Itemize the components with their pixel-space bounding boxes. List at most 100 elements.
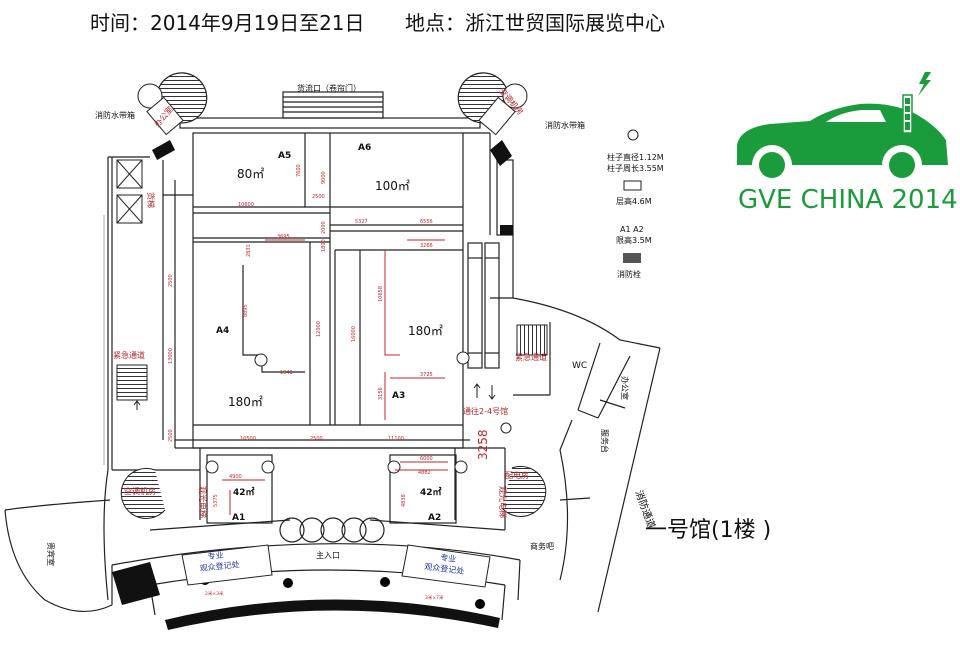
dim-3266: 3266 <box>420 243 433 249</box>
brand-text: GVE CHINA 2014 <box>738 185 958 215</box>
dim-2500-bottom: 2500 <box>310 436 323 442</box>
revolving-doors <box>279 517 385 543</box>
building-walls <box>4 91 661 621</box>
dim-3695: 3695 <box>277 234 290 240</box>
dim-12000: 12000 <box>316 321 322 337</box>
hose-box-left <box>152 140 175 160</box>
dim-2500-left: 2500 <box>168 274 174 287</box>
registration-right: 专业 观众登记处 3米×7米 <box>401 544 491 601</box>
spiral-stair-bottom-right <box>501 465 547 517</box>
ac-room-left-label: 空调机房 <box>124 486 156 496</box>
business-bar-label: 商务吧 <box>530 541 554 551</box>
dim-10500: 10500 <box>240 436 256 442</box>
hall-a5-label: A5 <box>278 151 291 161</box>
reg-left-line2: 观众登记处 <box>199 559 240 573</box>
reg-right-size: 3米×7米 <box>425 594 444 601</box>
to-halls-label: 通往2-4号馆 <box>463 406 508 416</box>
dim-4900: 4900 <box>229 474 242 480</box>
emergency-stair-right <box>516 324 548 356</box>
hall-a6-label: A6 <box>358 143 371 153</box>
dim-2500-leftbottom: 2500 <box>168 429 174 442</box>
hydrant-right <box>500 225 513 235</box>
legend-pillar-2: 柱子周长3.55M <box>607 163 664 173</box>
spiral-stair-left <box>137 72 208 136</box>
reg-left-line1: 专业 <box>207 550 224 562</box>
dim-3156: 3156 <box>378 387 384 400</box>
sightseeing-right-label: 观光电梯 <box>498 486 508 518</box>
registration-left: 专业 观众登记处 2米×3米 <box>181 544 273 597</box>
main-entrance-label: 主入口 <box>316 550 340 560</box>
spiral-stair-bottom-left <box>120 467 166 519</box>
reg-left-size: 2米×3米 <box>205 590 224 597</box>
header-place: 地点：浙江世贸国际展览中心 <box>405 11 665 35</box>
direction-arrows <box>133 383 496 410</box>
hall-a1-label: A1 <box>232 513 245 523</box>
dim-6000: 6000 <box>420 456 433 462</box>
dim-13000: 13000 <box>168 348 174 364</box>
dim-2500-top: 2500 <box>312 194 325 200</box>
vip-room-label: 贵宾室 <box>46 542 56 566</box>
dim-4882: 4882 <box>418 470 431 476</box>
wc-label: WC <box>572 361 587 371</box>
emergency-stair-left <box>116 364 148 401</box>
service-desk-label: 服务台 <box>600 429 610 453</box>
dim-7600: 7600 <box>296 164 302 177</box>
freight-elevator-label: 货梯 <box>146 192 156 208</box>
dim-9000: 9000 <box>321 171 327 184</box>
header-time: 时间：2014年9月19日至21日 <box>90 11 365 35</box>
hose-right-label: 消防水带箱 <box>545 120 585 130</box>
dim-16000: 16000 <box>351 326 357 342</box>
front-facade <box>165 599 500 630</box>
pillar-legend-icon <box>627 129 639 141</box>
legend-pillar-1: 柱子直径1.12M <box>607 152 664 162</box>
dim-5327: 5327 <box>355 219 368 225</box>
dimension-lines <box>222 239 448 515</box>
office-right-label: 办公室 <box>620 376 630 400</box>
dimension-texts: 10600 2500 10500 11100 7600 9000 2500 53… <box>168 164 433 507</box>
legend-hydrant: 消防栓 <box>617 269 641 279</box>
dim-3258: 3258 <box>476 429 490 460</box>
hall-a3-area: 180㎡ <box>408 324 443 338</box>
emergency-left-label: 紧急通道 <box>113 350 145 360</box>
hall-a4-area: 180㎡ <box>228 395 263 409</box>
hall-a3-label: A3 <box>392 391 405 401</box>
hose-box-right <box>490 140 512 166</box>
dim-10600: 10600 <box>238 202 254 208</box>
dim-2831: 2831 <box>246 244 252 257</box>
hall-a2-label: A2 <box>428 513 441 523</box>
lightning-icon <box>918 72 931 96</box>
power-room-label: 配电房 <box>505 470 529 480</box>
hall-a2-area: 42㎡ <box>420 486 442 498</box>
black-block <box>112 562 160 605</box>
hall-a1-area: 42㎡ <box>233 486 255 498</box>
reg-right-line1: 专业 <box>440 552 457 564</box>
legend: 柱子直径1.12M 柱子周长3.55M 层高4.6M A1 A2 限高3.5M … <box>607 129 664 279</box>
dim-3725: 3725 <box>420 372 433 378</box>
cargo-door-label: 货流口（卷帘门） <box>297 83 361 93</box>
hall-a6-area: 100㎡ <box>375 179 410 193</box>
hose-left-label: 消防水带箱 <box>95 110 135 120</box>
dim-4838: 4838 <box>401 494 407 507</box>
legend-a1a2: A1 A2 <box>620 225 644 234</box>
dim-10658: 10658 <box>378 286 384 302</box>
dim-1800: 1800 <box>321 239 327 252</box>
hall-title: 一号馆(1楼 ) <box>645 518 771 543</box>
dim-6556: 6556 <box>420 219 433 225</box>
sightseeing-left-label: 观光电梯 <box>198 486 208 518</box>
emergency-right-label: 紧急通道 <box>515 352 547 362</box>
dim-2000: 2000 <box>321 221 327 234</box>
gve-logo: GVE CHINA 2014 <box>737 72 958 215</box>
dim-11100: 11100 <box>388 436 404 442</box>
hall-a5-area: 80㎡ <box>237 167 264 181</box>
dim-1941: 1941 <box>280 370 293 376</box>
pillar-outlines <box>205 351 512 474</box>
reg-right-line2: 观众登记处 <box>424 561 465 576</box>
dim-8895: 8895 <box>243 304 249 317</box>
legend-height-limit: 限高3.5M <box>616 235 652 245</box>
ceiling-legend-icon <box>623 180 642 191</box>
spiral-stair-right <box>457 72 528 136</box>
dim-5375: 5375 <box>213 494 219 507</box>
freight-elevators <box>116 159 143 224</box>
legend-ceiling: 层高4.6M <box>616 196 652 206</box>
